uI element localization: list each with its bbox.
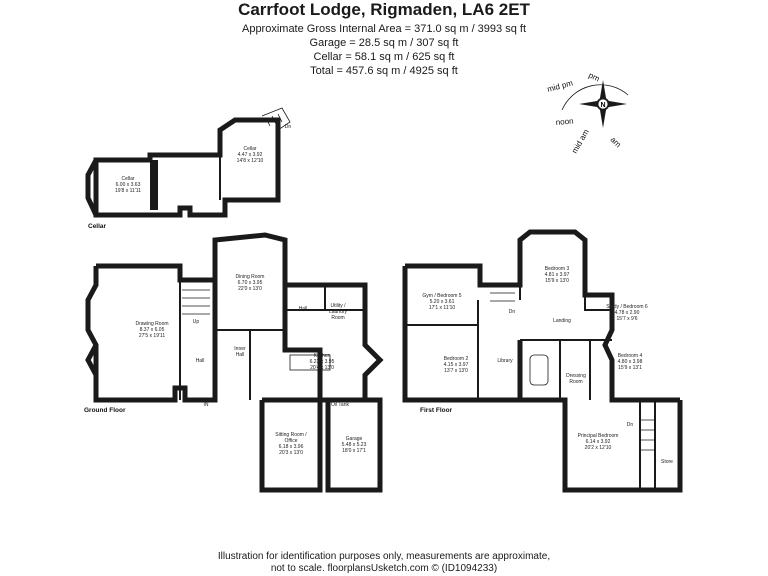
bedroom3-imperial: 15'9 x 13'0: [545, 278, 569, 284]
sitting-room-name: Sitting Room /: [275, 432, 307, 438]
gym-imperial: 17'1 x 11'10: [429, 305, 456, 311]
principal-metric: 6.14 x 3.92: [586, 439, 611, 445]
dressing-line2: Room: [569, 379, 582, 385]
dining-room-metric: 6.70 x 3.95: [238, 280, 263, 286]
gross-area-line: Approximate Gross Internal Area = 371.0 …: [241, 23, 526, 35]
compass-am: am: [609, 135, 623, 149]
cellar-right-name: Cellar: [243, 146, 256, 152]
utility-line1: Utility /: [331, 303, 347, 309]
compass-noon: noon: [555, 116, 574, 127]
ground-up-marker: Up: [193, 319, 200, 325]
bedroom2-imperial: 13'7 x 13'0: [444, 368, 468, 374]
first-floor-plan: [402, 229, 683, 493]
landing-label: Landing: [553, 318, 571, 324]
study-metric: 4.78 x 2.90: [615, 310, 640, 316]
ground-floor-label: Ground Floor: [84, 407, 126, 414]
bedroom2-metric: 4.15 x 3.97: [444, 362, 469, 368]
compass-mid-pm: mid pm: [546, 78, 574, 94]
cellar-left-imperial: 19'8 x 11'11: [115, 188, 141, 194]
dining-room-imperial: 22'0 x 13'0: [238, 286, 262, 292]
compass-icon: N pm mid pm noon mid am am: [546, 71, 629, 155]
hall-label: Hall: [196, 358, 205, 364]
study-name: Study / Bedroom 6: [606, 304, 648, 310]
bedroom3-metric: 4.81 x 3.97: [545, 272, 570, 278]
drawing-room-name: Drawing Room: [135, 321, 168, 327]
inner-hall-line1: Inner: [234, 346, 246, 352]
entrance-marker: IN: [204, 402, 209, 408]
study-imperial: 15'7 x 9'6: [616, 316, 637, 322]
sitting-room-metric: 6.18 x 3.96: [279, 444, 304, 450]
store-label: Store: [661, 459, 673, 465]
first-down-marker-2: Dn: [627, 422, 634, 428]
bedroom4-name: Bedroom 4: [618, 353, 643, 359]
cellar-down-marker: Dn: [285, 124, 292, 130]
kitchen-metric: 6.23 x 3.95: [310, 359, 335, 365]
cellar-left-metric: 6.00 x 3.63: [116, 182, 141, 188]
ground-floor-plan: [85, 232, 384, 493]
bedroom4-metric: 4.80 x 3.98: [618, 359, 643, 365]
garage-area-line: Garage = 28.5 sq m / 307 sq ft: [309, 37, 459, 49]
first-down-marker: Dn: [509, 309, 516, 315]
compass-mid-am: mid am: [570, 127, 591, 155]
drawing-room-imperial: 27'5 x 19'11: [139, 333, 166, 339]
cellar-floor-plan: [85, 107, 291, 218]
gym-metric: 5.20 x 3.61: [430, 299, 455, 305]
total-area-line: Total = 457.6 sq m / 4925 sq ft: [310, 65, 458, 77]
bedroom4-imperial: 15'9 x 13'1: [618, 365, 642, 371]
garage-imperial: 18'0 x 17'1: [342, 448, 366, 454]
compass-pm: pm: [587, 71, 601, 84]
cellar-floor-label: Cellar: [88, 223, 107, 230]
kitchen-imperial: 20'4 x 13'0: [310, 365, 334, 371]
first-floor-label: First Floor: [420, 407, 453, 414]
drawing-room-metric: 8.37 x 6.05: [140, 327, 165, 333]
ground-hall-label: Hall: [299, 306, 308, 312]
dining-room-name: Dining Room: [236, 274, 265, 280]
cellar-area-line: Cellar = 58.1 sq m / 625 sq ft: [313, 51, 455, 63]
garage-metric: 5.48 x 5.23: [342, 442, 367, 448]
garage-name: Garage: [346, 436, 363, 442]
disclaimer-line2: not to scale. floorplansUsketch.com © (I…: [270, 563, 498, 574]
sitting-room-office: Office: [285, 438, 298, 444]
kitchen-name: Kitchen: [314, 353, 331, 359]
principal-name: Principal Bedroom: [578, 433, 619, 439]
cellar-left-name: Cellar: [121, 176, 134, 182]
sitting-room-imperial: 20'3 x 13'0: [279, 450, 303, 456]
dressing-line1: Dressing: [566, 373, 586, 379]
disclaimer-line1: Illustration for identification purposes…: [217, 551, 551, 562]
gym-name: Gym / Bedroom 5: [422, 293, 461, 299]
inner-hall-line2: Hall: [236, 352, 245, 358]
oil-tank-label: Oil Tank: [331, 402, 349, 408]
library-label: Library: [497, 358, 513, 364]
cellar-right-metric: 4.47 x 3.92: [238, 152, 263, 158]
bedroom3-name: Bedroom 3: [545, 266, 570, 272]
bedroom2-name: Bedroom 2: [444, 356, 469, 362]
cellar-right-imperial: 14'8 x 12'10: [237, 158, 264, 164]
plan-title: Carrfoot Lodge, Rigmaden, LA6 2ET: [238, 0, 530, 19]
principal-imperial: 20'2 x 12'10: [585, 445, 612, 451]
compass-north: N: [600, 102, 605, 109]
utility-line3: Room: [331, 315, 344, 321]
utility-line2: Laundry: [329, 309, 348, 315]
